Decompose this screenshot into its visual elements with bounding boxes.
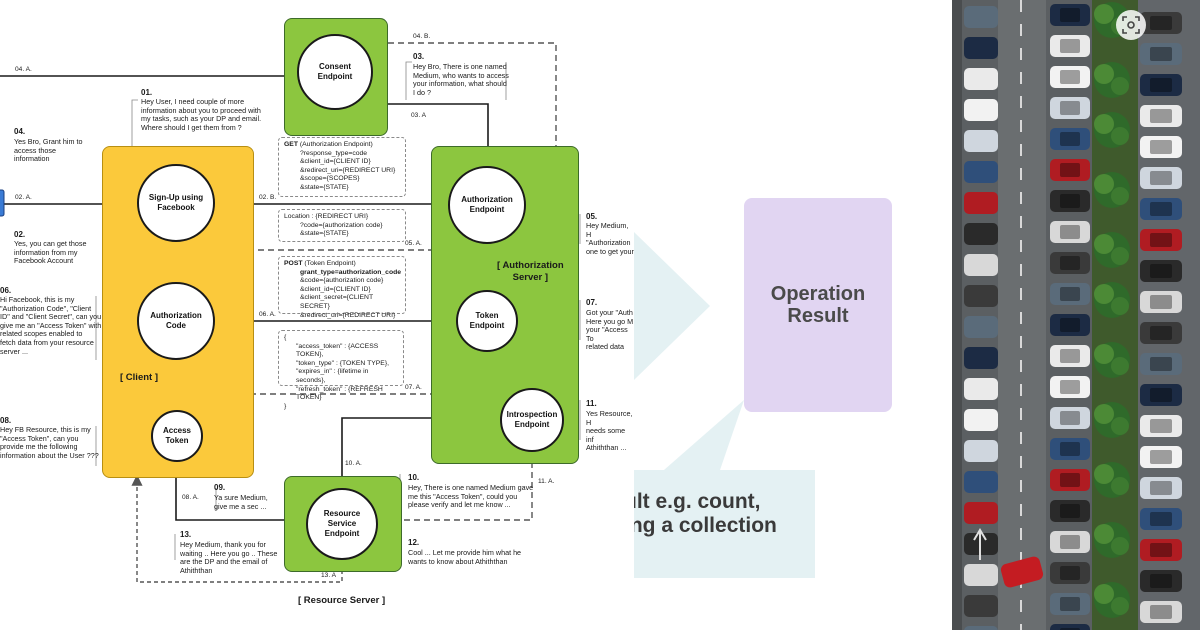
note-04-text: Yes Bro, Grant him to access those infor… xyxy=(14,137,83,164)
note-09-text: Ya sure Medium, give me a sec ... xyxy=(214,493,268,511)
json-line: "refresh_token" : {REFRESH TOKEN} xyxy=(296,385,383,402)
client-region-label: [ Client ] xyxy=(120,372,158,383)
introspection-endpoint-node: Introspection Endpoint xyxy=(500,388,564,452)
get-line: &state={STATE} xyxy=(300,183,349,191)
get-line: ?response_type=code xyxy=(300,149,368,157)
json-line: "access_token" : {ACCESS TOKEN}, xyxy=(296,342,379,359)
post-line: &client_id={CLIENT ID} xyxy=(300,285,371,293)
oauth-flow-diagram: Consent Endpoint Sign-Up using Facebook … xyxy=(0,18,634,606)
json-close: } xyxy=(284,402,287,410)
note-02-number: 02. xyxy=(14,230,26,239)
parking-lot-aerial-image xyxy=(952,0,1200,630)
note-01-text: Hey User, I need couple of more informat… xyxy=(141,97,262,132)
note-07-text: Got your "Auth Here you go M your "Acces… xyxy=(586,308,634,352)
location-line: Location : {REDIRECT URI} xyxy=(284,213,369,220)
post-line: grant_type=authorization_code xyxy=(300,268,402,276)
get-request-box: GET (Authorization Endpoint) ?response_t… xyxy=(278,137,406,197)
resource-server-region-label: [ Resource Server ] xyxy=(298,595,386,606)
note-12-text: Cool ... Let me provide him what he want… xyxy=(408,548,522,566)
json-line: "expires_in" : {lifetime in seconds}, xyxy=(296,368,369,384)
get-line: &redirect_uri={REDIRECT URI} xyxy=(300,166,396,174)
arrow-label-05a: 05. A. xyxy=(404,240,423,247)
authorization-endpoint-node: Authorization Endpoint xyxy=(448,166,526,244)
arrow-label-13a: 13. A xyxy=(320,572,338,579)
operation-result-card: Operation Result xyxy=(744,198,892,412)
note-06-text: Hi Facebook, this is my "Authorization C… xyxy=(0,295,102,356)
authorization-server-region-label: [ Authorization Server ] xyxy=(497,260,564,283)
note-01-number: 01. xyxy=(141,88,153,97)
note-08-text: Hey FB Resource, this is my "Access Toke… xyxy=(0,425,99,460)
speech-bubble-text: ult e.g. count, ing a collection xyxy=(634,490,777,537)
arrow-label-06a: 06. A. xyxy=(258,311,277,318)
json-open: { xyxy=(284,334,287,341)
parking-lot-photo xyxy=(952,0,1200,630)
get-endpoint: (Authorization Endpoint) xyxy=(297,141,373,148)
note-10-text: Hey, There is one named Medium gave me t… xyxy=(408,483,534,510)
note-02-text: Yes, you can get those information from … xyxy=(14,239,87,266)
note-03-number: 03. xyxy=(413,52,425,61)
note-11-number: 11. xyxy=(586,399,597,408)
note-11-text: Yes Resource, H needs some inf Athiththa… xyxy=(586,409,633,453)
arrow-label-11a: 11. A. xyxy=(537,478,556,485)
post-request-box: POST (Token Endpoint) grant_type=authori… xyxy=(278,256,406,319)
note-13-text: Hey Medium, thank you for waiting .. Her… xyxy=(180,540,278,575)
scan-lens-icon[interactable] xyxy=(1116,10,1146,40)
post-method: POST xyxy=(284,260,303,267)
operation-result-panel: Operation Result ult e.g. count, ing a c… xyxy=(634,0,952,630)
post-line: &code={authorization code} xyxy=(300,277,384,285)
arrow-label-02b: 02. B. xyxy=(258,194,278,201)
note-04-number: 04. xyxy=(14,127,26,136)
post-line: &redirect_uri={REDIRECT URI} xyxy=(300,311,396,319)
token-response-box: { "access_token" : {ACCESS TOKEN}, "toke… xyxy=(278,330,404,410)
note-05-number: 05. xyxy=(586,212,598,221)
access-token-node: Access Token xyxy=(151,410,203,462)
arrow-label-04a: 04. A. xyxy=(14,66,33,73)
note-13-number: 13. xyxy=(180,530,192,539)
arrow-label-10a: 10. A. xyxy=(344,460,363,467)
teal-arrow-shape xyxy=(634,232,744,470)
arrow-label-07a: 07. A. xyxy=(404,384,423,391)
note-12-number: 12. xyxy=(408,538,420,547)
consent-endpoint-node: Consent Endpoint xyxy=(297,34,373,110)
arrow-label-08a: 08. A. xyxy=(181,494,200,501)
authorization-code-node: Authorization Code xyxy=(137,282,215,360)
arrow-label-02a: 02. A. xyxy=(14,194,33,201)
location-redirect-box: Location : {REDIRECT URI} ?code={authori… xyxy=(278,209,406,242)
note-10-number: 10. xyxy=(408,473,420,482)
speech-bubble xyxy=(634,470,815,578)
note-09-number: 09. xyxy=(214,483,226,492)
note-07-number: 07. xyxy=(586,298,598,307)
json-line: "token_type" : {TOKEN TYPE}, xyxy=(296,359,389,367)
operation-result-title: Operation Result xyxy=(770,283,866,327)
post-endpoint: (Token Endpoint) xyxy=(302,260,356,267)
signup-facebook-node: Sign-Up using Facebook xyxy=(137,164,215,242)
get-method: GET xyxy=(284,141,298,148)
arrow-label-03a: 03. A xyxy=(410,112,428,119)
location-line: &state={STATE} xyxy=(300,230,349,238)
token-endpoint-node: Token Endpoint xyxy=(456,290,518,352)
note-03-text: Hey Bro, There is one named Medium, who … xyxy=(413,62,509,97)
note-06-number: 06. xyxy=(0,286,12,295)
arrow-label-04b: 04. B. xyxy=(412,33,432,40)
get-line: &client_id={CLIENT ID} xyxy=(300,158,371,166)
get-line: &scope={SCOPES} xyxy=(300,175,360,183)
post-line: &client_secret={CLIENT SECRET} xyxy=(300,294,373,310)
note-05-text: Hey Medium, H "Authorization one to get … xyxy=(586,221,634,256)
note-08-number: 08. xyxy=(0,416,12,425)
location-line: ?code={authorization code} xyxy=(300,221,383,229)
resource-service-endpoint-node: Resource Service Endpoint xyxy=(306,488,378,560)
